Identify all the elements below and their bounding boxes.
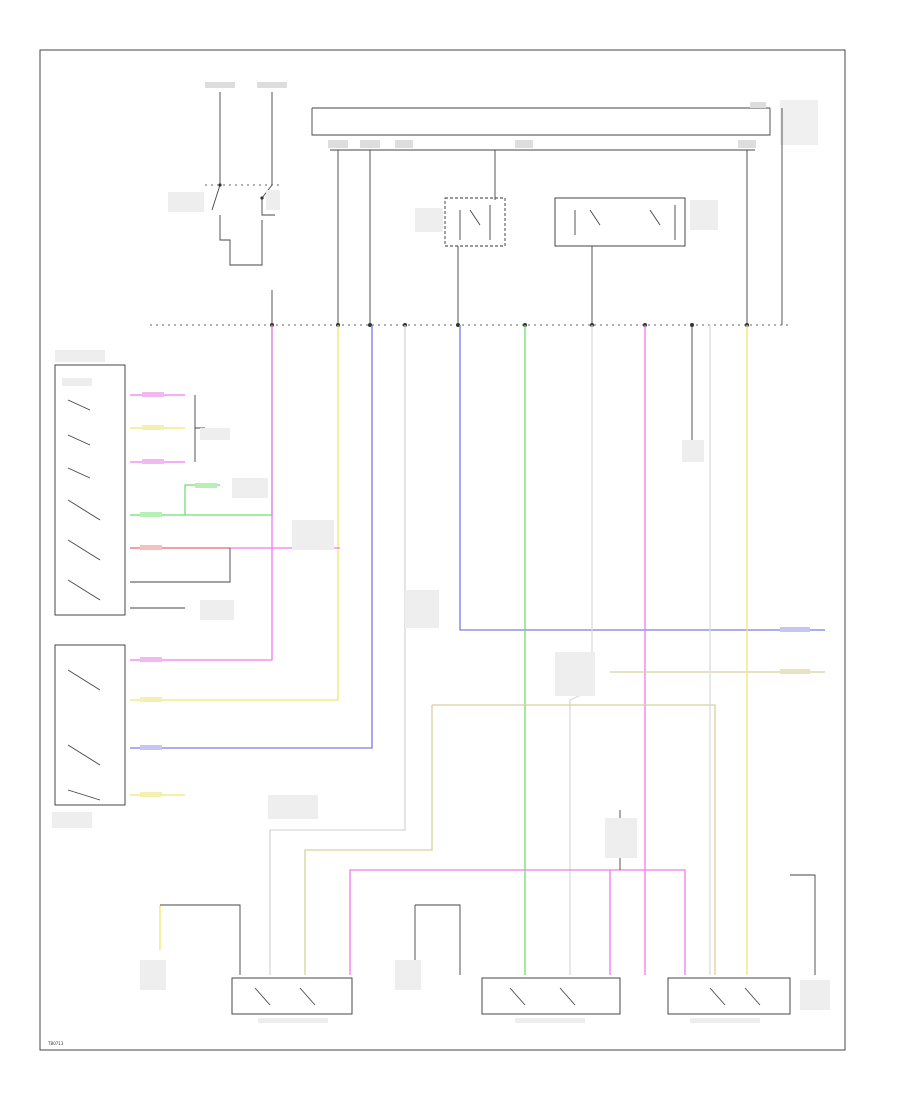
relay-right xyxy=(554,197,718,247)
lock-module-right xyxy=(667,977,791,1023)
relay-left xyxy=(415,197,506,247)
wire-code-tags xyxy=(140,392,810,858)
lock-module-left xyxy=(231,977,353,1023)
page-code: TB0713 xyxy=(47,1041,64,1046)
lock-module-center xyxy=(481,977,621,1023)
lock-switch-labels xyxy=(140,960,830,1010)
vertical-feeds xyxy=(337,108,783,325)
ground-wires xyxy=(130,325,816,975)
connector-pins xyxy=(270,323,749,327)
ignition-switch-block xyxy=(168,92,280,266)
power-distribution-top xyxy=(311,100,818,151)
colored-wires xyxy=(130,325,825,975)
passenger-door-module xyxy=(52,644,126,828)
driver-door-module xyxy=(54,350,126,616)
diagram-frame xyxy=(39,49,846,1051)
hot-at-labels xyxy=(205,82,287,88)
